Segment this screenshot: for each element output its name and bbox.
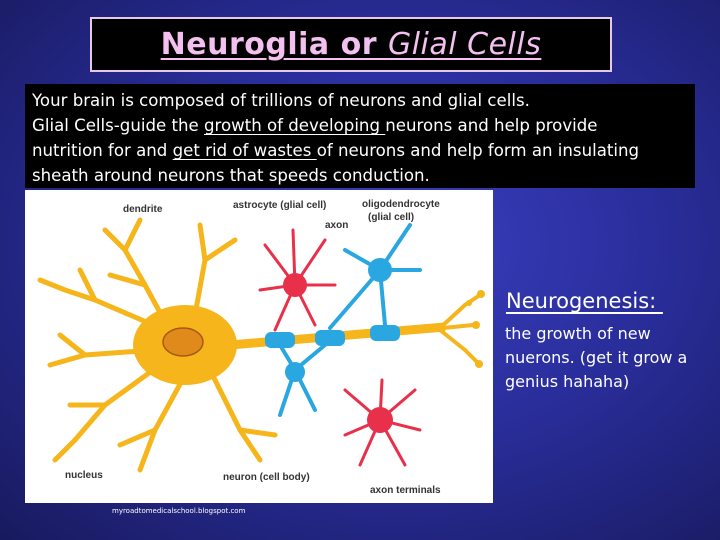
- intro-line-3: nutrition for and get rid of wastes of n…: [32, 141, 640, 160]
- neuron-dendrites: [37, 217, 278, 473]
- oligodendrocyte-body: [368, 258, 392, 282]
- oligodendrocyte-body-2: [285, 362, 305, 382]
- neuron-nucleus: [162, 327, 204, 357]
- axon-terminals-branches: [438, 293, 482, 364]
- myelin-segments: [265, 325, 400, 348]
- label-nucleus: nucleus: [65, 470, 103, 481]
- astrocyte-body: [283, 273, 307, 297]
- label-oligodendrocyte: oligodendrocyte: [362, 199, 440, 210]
- oligodendrocyte-processes: [278, 223, 422, 417]
- illustration-svg: dendrite astrocyte (glial cell) axon oli…: [37, 199, 485, 496]
- neurogenesis-definition: the growth of new nuerons. (get it grow …: [505, 324, 688, 391]
- label-axon: axon: [325, 220, 348, 231]
- intro-text-box: Your brain is composed of trillions of n…: [25, 84, 695, 188]
- label-dendrite: dendrite: [123, 204, 163, 215]
- neuron-glia-illustration: dendrite astrocyte (glial cell) axon oli…: [25, 190, 493, 503]
- intro-line-2: Glial Cells-guide the growth of developi…: [32, 116, 598, 135]
- intro-line-4: sheath around neurons that speeds conduc…: [32, 166, 430, 185]
- image-credit: myroadtomedicalschool.blogspot.com: [112, 507, 246, 515]
- title-box: Neuroglia or Glial Cells: [90, 17, 612, 72]
- neurogenesis-heading: Neurogenesis:: [506, 289, 663, 313]
- slide-title: Neuroglia or Glial Cells: [160, 27, 542, 62]
- astrocyte-body-2: [367, 407, 393, 433]
- intro-line-1: Your brain is composed of trillions of n…: [32, 91, 530, 110]
- terminal-buttons: [466, 290, 485, 368]
- label-axon-terminals: axon terminals: [370, 485, 441, 496]
- label-neuron-body: neuron (cell body): [223, 472, 310, 483]
- label-oligodendrocyte-sub: (glial cell): [368, 212, 414, 223]
- label-astrocyte: astrocyte (glial cell): [233, 200, 326, 211]
